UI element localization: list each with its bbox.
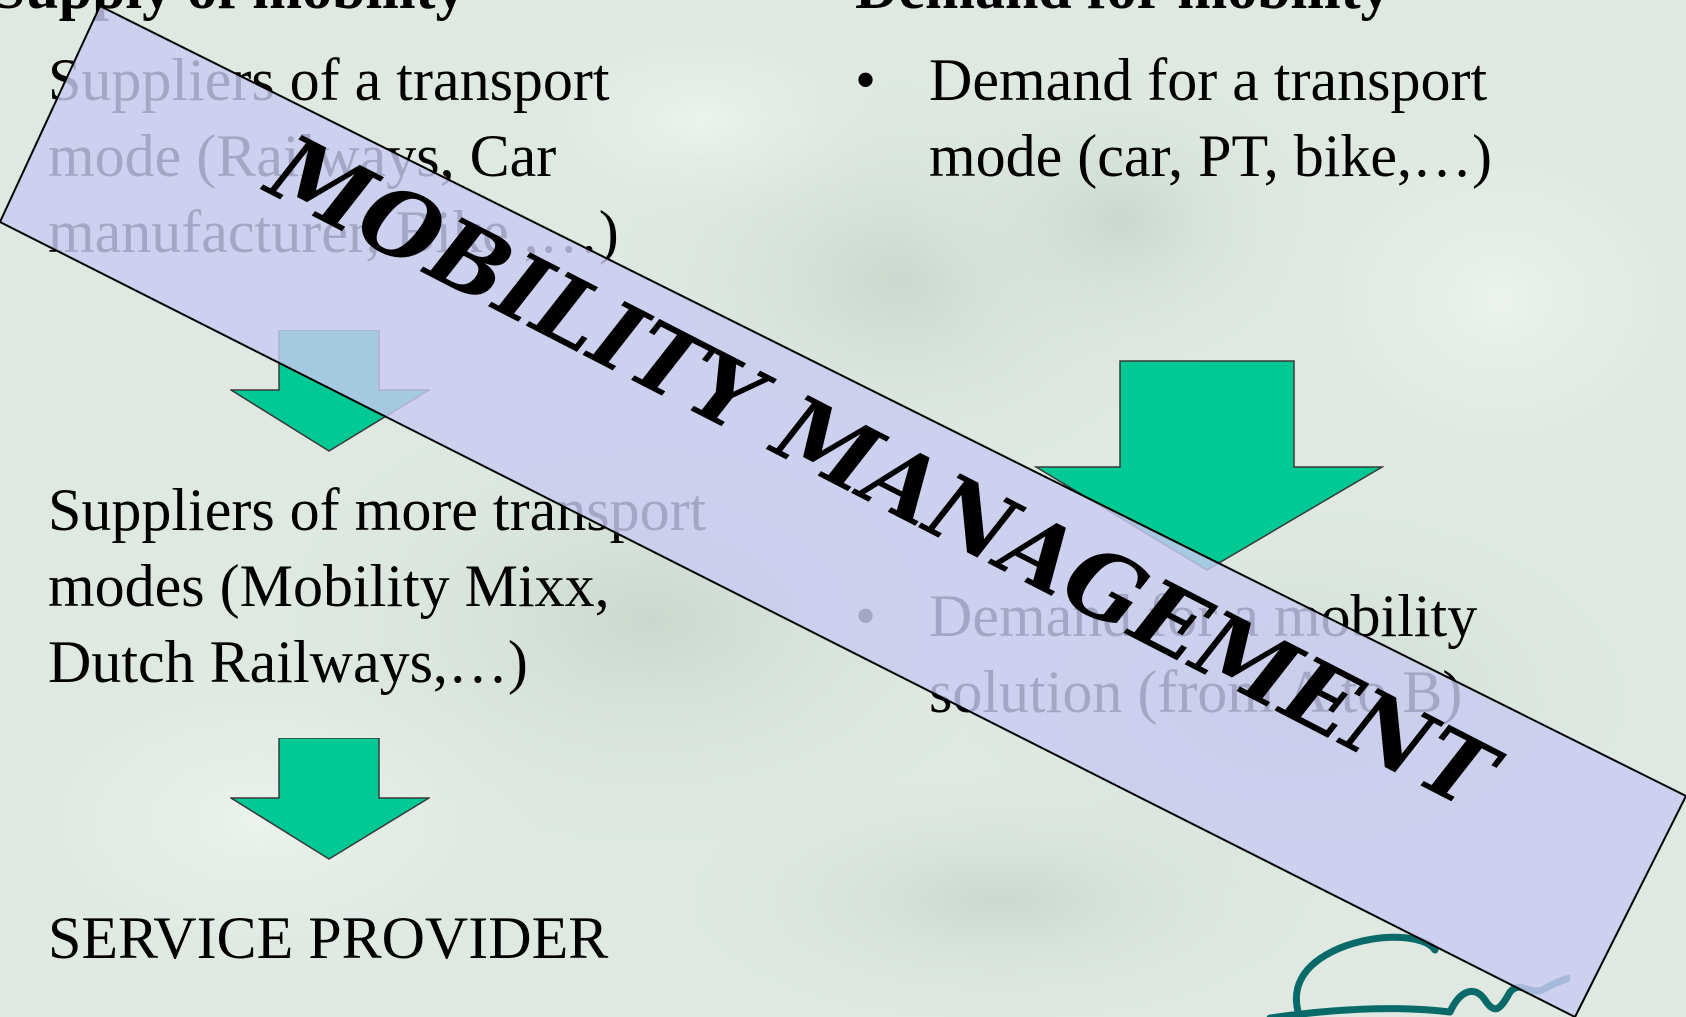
down-arrow-icon xyxy=(230,330,430,452)
demand-bullet2-line2: solution (from A to B) xyxy=(929,659,1463,725)
demand-heading: Demand for mobility xyxy=(855,0,1391,18)
service-provider-label: SERVICE PROVIDER xyxy=(48,905,609,971)
demand-bullet1-text: Demand for a transport mode (car, PT, bi… xyxy=(929,42,1492,194)
demand-bullet-transport-mode: • Demand for a transport mode (car, PT, … xyxy=(855,42,1655,202)
supply-block2-line3: Dutch Railways,…) xyxy=(48,629,528,695)
supply-block-more-modes: Suppliers of more transport modes (Mobil… xyxy=(48,472,706,700)
supply-block-transport-mode: Suppliers of a transport mode (Railways,… xyxy=(48,42,619,270)
supply-block1-line2: mode (Railways, Car xyxy=(48,123,557,189)
supply-heading: Supply of mobility xyxy=(0,0,465,18)
demand-bullet-mobility-solution: • Demand for a mobility solution (from A… xyxy=(855,578,1655,738)
bullet-icon: • xyxy=(855,47,877,113)
bullet-icon: • xyxy=(855,583,877,649)
logo-script-icon xyxy=(1266,933,1570,1017)
supply-block2-line2: modes (Mobility Mixx, xyxy=(48,553,610,619)
supply-block1-line1: Suppliers of a transport xyxy=(48,47,610,113)
supply-block1-line3: manufacturer, Bike ,…) xyxy=(48,199,619,265)
supply-block2-line1: Suppliers of more transport xyxy=(48,477,707,543)
down-arrow-icon xyxy=(230,738,430,860)
demand-bullet1-line2: mode (car, PT, bike,…) xyxy=(929,123,1492,189)
down-arrow-icon xyxy=(1034,360,1384,571)
demand-bullet2-text: Demand for a mobility solution (from A t… xyxy=(929,578,1477,730)
demand-bullet1-line1: Demand for a transport xyxy=(929,47,1488,113)
demand-bullet2-line1: Demand for a mobility xyxy=(929,583,1478,649)
